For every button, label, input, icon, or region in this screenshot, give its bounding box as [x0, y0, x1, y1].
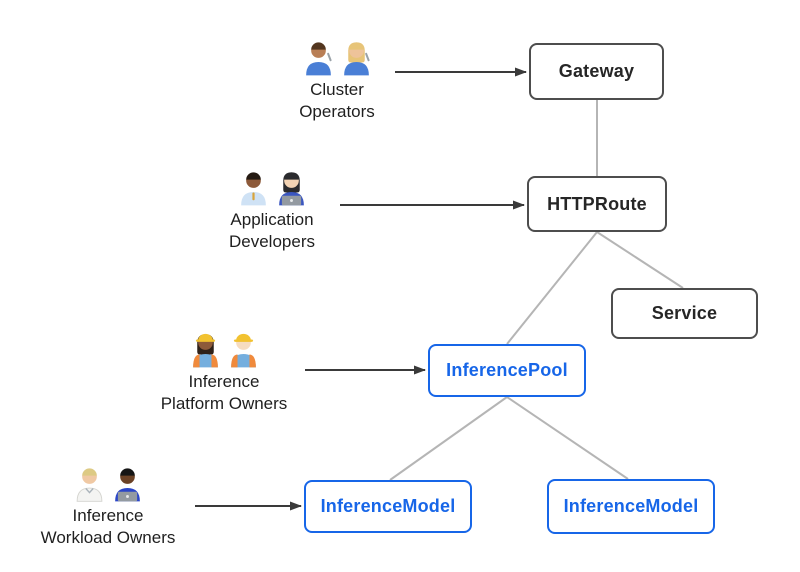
- inference-platform-owners-label: Inference Platform Owners: [134, 371, 314, 415]
- man-mechanic-icon: [302, 38, 335, 76]
- woman-construction-worker-icon: [189, 330, 222, 368]
- inference-platform-owners-label-line2: Platform Owners: [160, 394, 288, 413]
- woman-mechanic-icon: [340, 38, 373, 76]
- cluster-operators-label-line1: Cluster: [310, 80, 364, 99]
- service-node: Service: [611, 288, 758, 339]
- service-label: Service: [651, 303, 718, 323]
- gateway-node: Gateway: [529, 43, 664, 100]
- gateway-label: Gateway: [558, 61, 635, 81]
- httproute-node: HTTPRoute: [527, 176, 667, 232]
- edge-inferencepool-inferencemodel-right: [506, 396, 629, 480]
- edge-httproute-inferencepool: [506, 231, 598, 345]
- cluster-operators-icons: [262, 36, 412, 76]
- inference-workload-owners-label-line1: Inference: [72, 506, 144, 525]
- inferencemodel-right-node: InferenceModel: [547, 479, 715, 534]
- inference-workload-owners-label: Inference Workload Owners: [18, 505, 198, 549]
- health-worker-icon: [73, 464, 106, 502]
- inference-platform-owners-icons: [134, 328, 314, 368]
- inferencemodel-left-node: InferenceModel: [304, 480, 472, 533]
- persona-cluster-operators: Cluster Operators: [262, 36, 412, 123]
- application-developers-label: Application Developers: [197, 209, 347, 253]
- man-office-worker-icon: [237, 168, 270, 206]
- inferencepool-label: InferencePool: [446, 360, 568, 380]
- application-developers-label-line2: Developers: [229, 232, 315, 251]
- man-construction-worker-icon: [227, 330, 260, 368]
- inference-workload-owners-label-line2: Workload Owners: [40, 528, 176, 547]
- inference-platform-owners-label-line1: Inference: [188, 372, 260, 391]
- edge-httproute-service: [596, 231, 684, 289]
- edge-inferencepool-inferencemodel-left: [389, 396, 508, 481]
- inferencemodel-right-label: InferenceModel: [563, 496, 699, 516]
- httproute-label: HTTPRoute: [547, 193, 647, 214]
- inference-workload-owners-icons: [18, 462, 198, 502]
- application-developers-icons: [197, 166, 347, 206]
- persona-application-developers: Application Developers: [197, 166, 347, 253]
- woman-technologist-icon: [275, 168, 308, 206]
- inferencepool-node: InferencePool: [428, 344, 586, 397]
- inferencemodel-left-label: InferenceModel: [320, 496, 456, 516]
- man-technologist-icon: [111, 464, 144, 502]
- persona-inference-workload-owners: Inference Workload Owners: [18, 462, 198, 549]
- application-developers-label-line1: Application: [230, 210, 314, 229]
- cluster-operators-label-line2: Operators: [299, 102, 375, 121]
- cluster-operators-label: Cluster Operators: [262, 79, 412, 123]
- persona-inference-platform-owners: Inference Platform Owners: [134, 328, 314, 415]
